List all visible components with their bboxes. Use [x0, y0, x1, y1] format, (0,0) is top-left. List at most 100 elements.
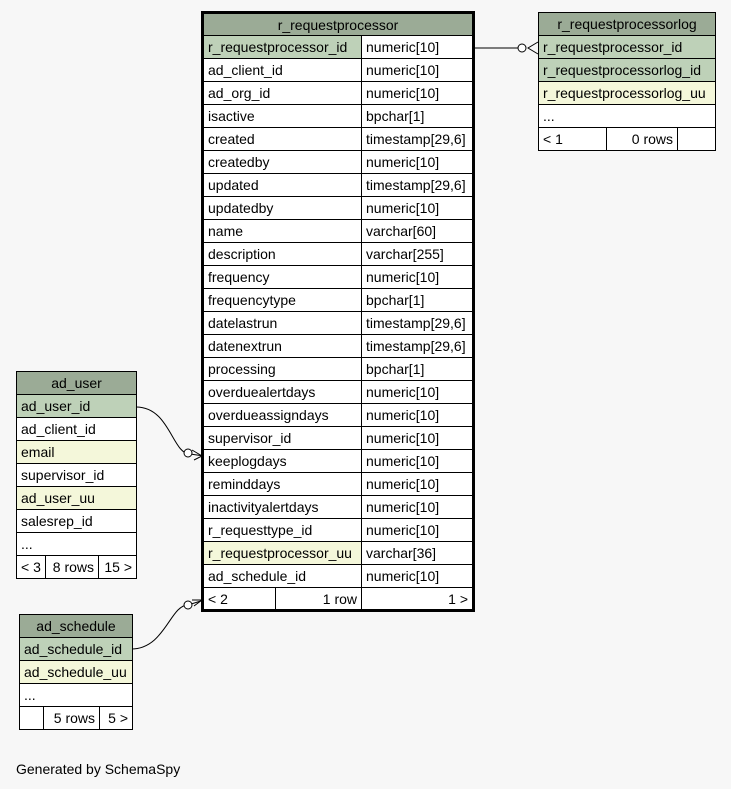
children-count[interactable]: 5 > — [98, 706, 134, 730]
column-name[interactable]: ad_client_id — [15, 417, 138, 441]
column-name[interactable]: keeplogdays — [202, 449, 362, 473]
column-row[interactable]: supervisor_id — [15, 463, 138, 487]
column-name[interactable]: overdueassigndays — [202, 403, 362, 427]
column-type: numeric[10] — [360, 403, 475, 427]
row-count: 0 rows — [606, 127, 678, 151]
column-name[interactable]: ad_schedule_uu — [18, 660, 134, 684]
column-row[interactable]: ad_user_uu — [15, 486, 138, 510]
column-name[interactable]: datenextrun — [202, 334, 362, 358]
column-name[interactable]: isactive — [202, 104, 362, 128]
column-name[interactable]: ad_schedule_id — [18, 637, 134, 661]
column-name[interactable]: reminddays — [202, 472, 362, 496]
column-name[interactable]: r_requestprocessorlog_uu — [538, 81, 716, 105]
column-name[interactable]: overduealertdays — [202, 380, 362, 404]
column-name[interactable]: supervisor_id — [15, 463, 138, 487]
edge-log-optional-marker — [517, 43, 527, 53]
column-name[interactable]: ad_user_id — [15, 394, 138, 418]
column-name[interactable]: description — [202, 242, 362, 266]
column-name[interactable]: processing — [202, 357, 362, 381]
column-name[interactable]: ad_org_id — [202, 81, 362, 105]
column-name[interactable]: ad_user_uu — [15, 486, 138, 510]
column-name[interactable]: updated — [202, 173, 362, 197]
table-r-requestprocessor[interactable]: r_requestprocessor r_requestprocessor_id… — [201, 11, 476, 612]
column-row[interactable]: ... — [15, 532, 138, 556]
column-name[interactable]: createdby — [202, 150, 362, 174]
column-name[interactable]: r_requestprocessor_id — [538, 35, 716, 59]
table-r-requestprocessorlog[interactable]: r_requestprocessorlog r_requestprocessor… — [538, 12, 716, 151]
column-name[interactable]: name — [202, 219, 362, 243]
column-row[interactable]: ad_user_id — [15, 394, 138, 418]
children-count[interactable]: 15 > — [97, 555, 138, 579]
table-title[interactable]: r_requestprocessor — [201, 12, 475, 36]
column-name[interactable]: frequencytype — [202, 288, 362, 312]
table-title[interactable]: r_requestprocessorlog — [538, 12, 716, 36]
row-count: 8 rows — [45, 555, 99, 579]
table-title[interactable]: ad_schedule — [18, 614, 134, 638]
column-row[interactable]: ... — [538, 104, 716, 128]
column-name[interactable]: r_requestprocessor_id — [202, 35, 362, 59]
column-name[interactable]: supervisor_id — [202, 426, 362, 450]
parents-count[interactable]: < 3 — [16, 555, 46, 579]
table-title[interactable]: ad_user — [15, 371, 138, 395]
column-name[interactable]: ... — [18, 683, 134, 707]
column-name[interactable]: r_requestprocessor_uu — [202, 541, 362, 565]
column-type: numeric[10] — [360, 495, 475, 519]
column-name[interactable]: inactivityalertdays — [202, 495, 362, 519]
column-type: numeric[10] — [360, 564, 475, 588]
column-row[interactable]: r_requestprocessor_id — [538, 35, 716, 59]
column-row[interactable]: r_requestprocessorlog_uu — [538, 81, 716, 105]
column-name[interactable]: created — [202, 127, 362, 151]
column-row[interactable]: email — [15, 440, 138, 464]
column-name[interactable]: datelastrun — [202, 311, 362, 335]
column-name[interactable]: salesrep_id — [15, 509, 138, 533]
column-row[interactable]: ad_schedule_uu — [18, 660, 134, 684]
column-name[interactable]: ad_client_id — [202, 58, 362, 82]
column-name[interactable]: r_requesttype_id — [202, 518, 362, 542]
column-name[interactable]: ... — [538, 104, 716, 128]
column-name[interactable]: updatedby — [202, 196, 362, 220]
column-row[interactable]: ad_client_id — [15, 417, 138, 441]
column-row[interactable]: salesrep_id — [15, 509, 138, 533]
column-name[interactable]: ad_schedule_id — [202, 564, 362, 588]
column-name[interactable]: ... — [15, 532, 138, 556]
parents-count[interactable]: < 2 — [202, 587, 276, 611]
column-name[interactable]: email — [15, 440, 138, 464]
column-type: numeric[10] — [360, 58, 475, 82]
column-type: bpchar[1] — [360, 288, 475, 312]
edge-supervisor-optional-marker — [183, 448, 193, 458]
column-name[interactable]: r_requestprocessorlog_id — [538, 58, 716, 82]
children-count[interactable]: 1 > — [360, 587, 475, 611]
parents-count[interactable]: < 1 — [538, 127, 607, 151]
column-row[interactable]: ... — [18, 683, 134, 707]
column-row[interactable]: r_requestprocessorlog_id — [538, 58, 716, 82]
column-name[interactable]: frequency — [202, 265, 362, 289]
column-type: numeric[10] — [360, 81, 475, 105]
column-row[interactable]: ad_schedule_id — [18, 637, 134, 661]
